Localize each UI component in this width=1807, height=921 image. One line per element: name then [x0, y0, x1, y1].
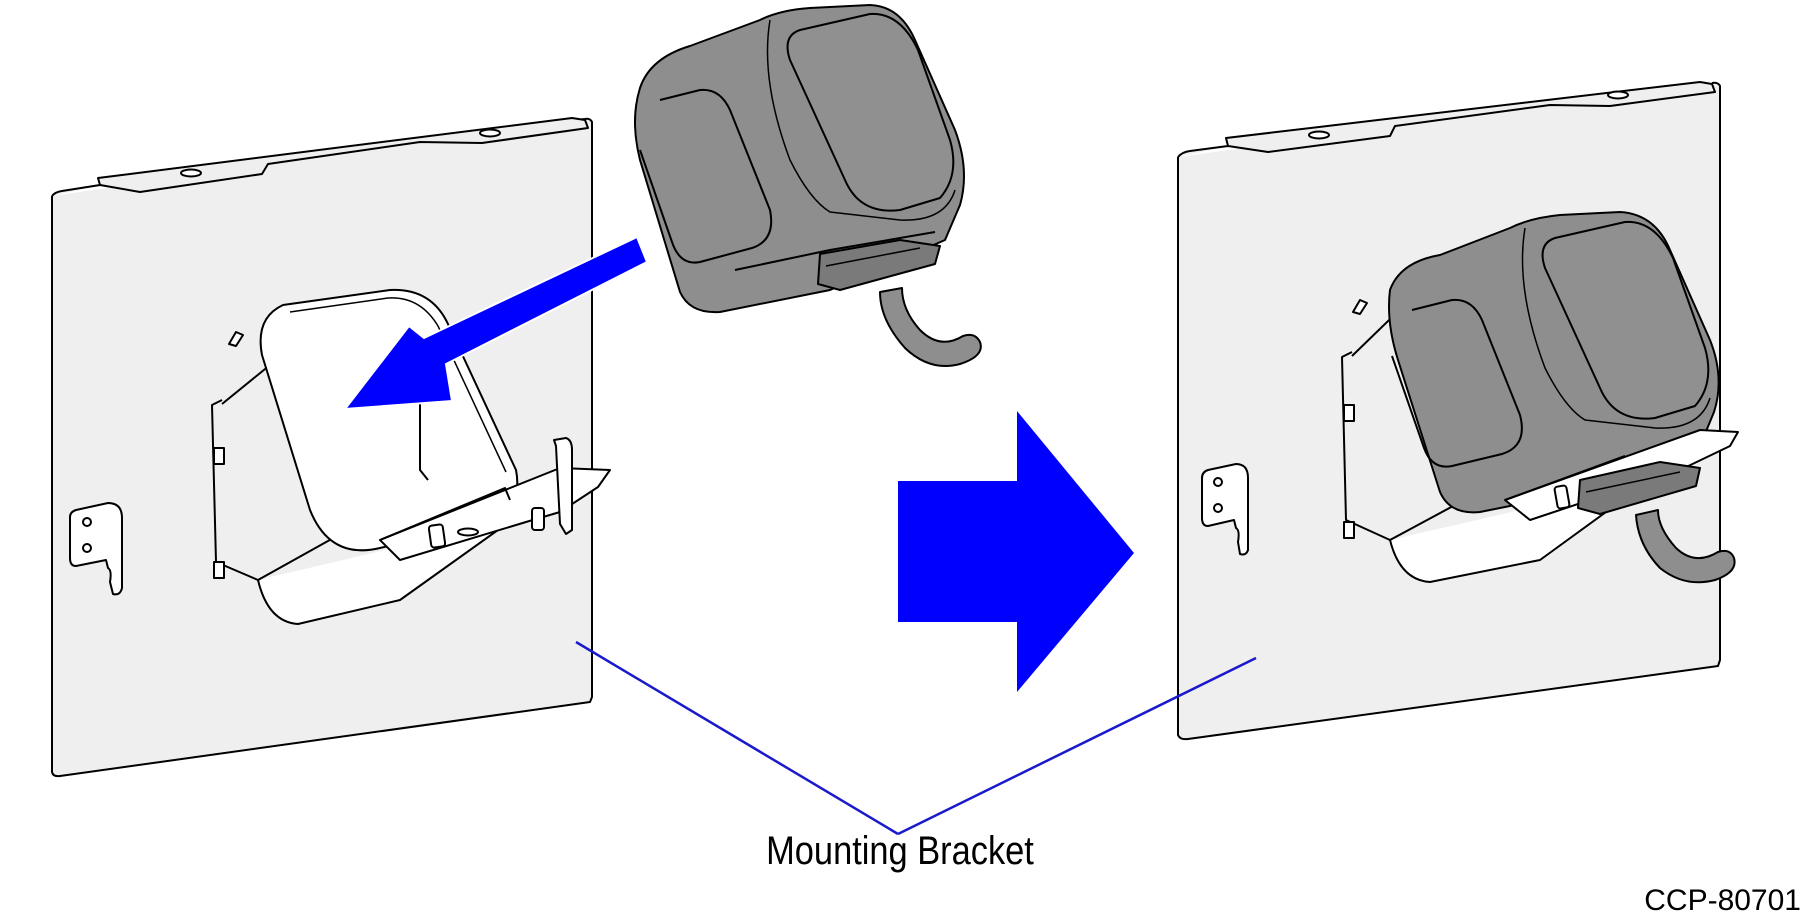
device-module-uninstalled: [634, 4, 982, 367]
left-side-clip: [69, 502, 123, 596]
device-cable: [879, 287, 982, 367]
callout-lines: [575, 640, 1257, 836]
installed-device-cable: [1635, 509, 1736, 584]
right-side-clip: [1201, 463, 1249, 556]
diagonal-arrow-icon: [342, 235, 649, 411]
callout-label-mounting-bracket: Mounting Bracket: [766, 829, 1034, 873]
right-arrow-icon: [898, 411, 1134, 692]
figure-id: CCP-80701: [1644, 884, 1801, 917]
left-mounting-bracket: [51, 117, 611, 778]
device-module-installed: [1388, 211, 1739, 584]
